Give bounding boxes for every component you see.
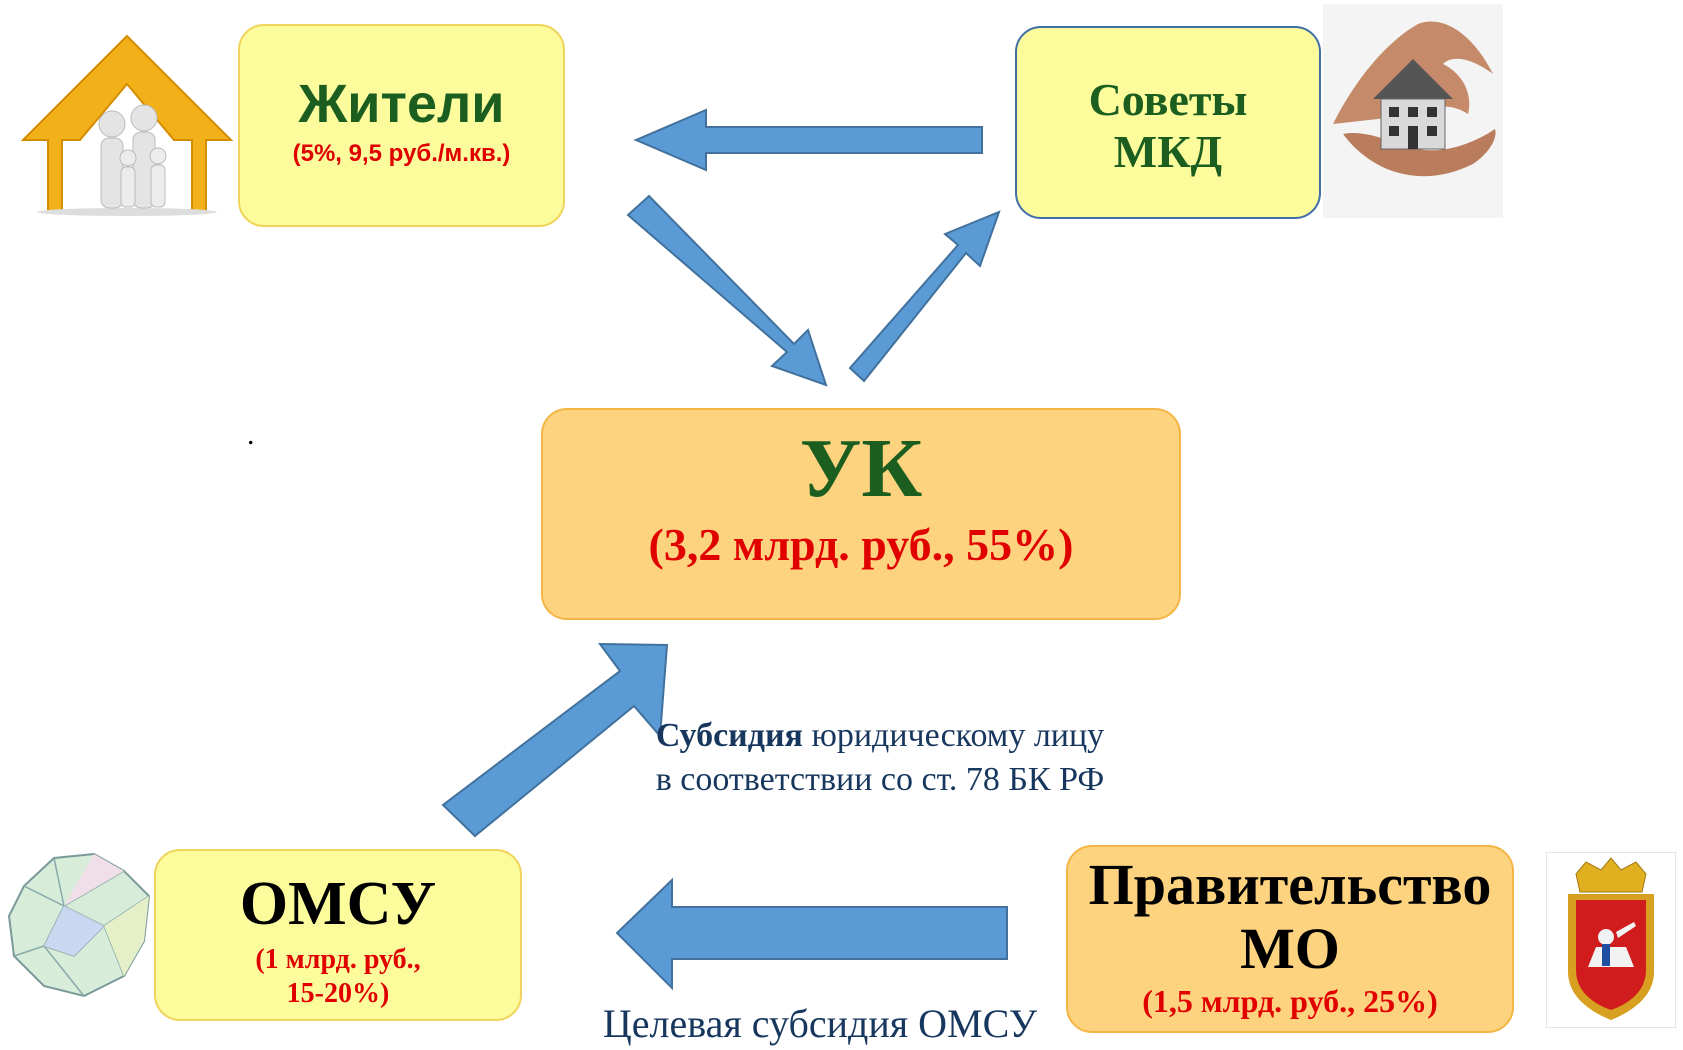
subsidy-word: Субсидия [655,717,803,754]
omsu-share-line2: 15-20%) [286,978,390,1009]
omsu-box: ОМСУ (1 млрд. руб., 15-20%) [154,849,522,1021]
stray-dot: . [247,418,255,451]
omsu-share-line1: (1 млрд. руб., [255,944,421,975]
omsu-title: ОМСУ [239,870,437,938]
councils-box: Советы МКД [1015,26,1321,219]
arrow-residents-to-uk [626,194,828,387]
residents-share: (5%, 9,5 руб./м.кв.) [292,140,511,167]
coat-of-arms-icon [1546,852,1676,1028]
government-share: (1,5 млрд. руб., 25%) [1142,983,1438,1019]
targeted-subsidy-caption: Целевая субсидия ОМСУ [602,1001,1038,1046]
government-box: Правительство МО (1,5 млрд. руб., 25%) [1066,845,1514,1033]
subsidy-to-uk-caption: Субсидия юридическому лицу в соответстви… [610,714,1150,802]
residents-box: Жители (5%, 9,5 руб./м.кв.) [238,24,565,227]
councils-title-line2: МКД [1113,126,1223,177]
arrow-omsu-to-uk [441,642,669,838]
government-title-line1: Правительство [1088,852,1492,917]
subsidy-rest: юридическому лицу [802,717,1105,754]
arrow-government-to-omsu [615,877,1008,991]
government-title-line2: МО [1240,916,1340,981]
subsidy-law-reference: в соответствии со ст. 78 БК РФ [655,761,1105,798]
arrow-uk-to-councils [848,210,1001,383]
uk-box: УК (3,2 млрд. руб., 55%) [541,408,1181,620]
councils-title-line1: Советы [1088,74,1248,125]
uk-title: УК [799,422,923,515]
house-family-icon [20,34,234,216]
hands-house-icon [1323,4,1503,218]
arrow-councils-to-residents [633,108,983,172]
uk-share: (3,2 млрд. руб., 55%) [648,519,1074,570]
residents-title: Жители [298,74,505,134]
region-map-icon [7,852,151,998]
